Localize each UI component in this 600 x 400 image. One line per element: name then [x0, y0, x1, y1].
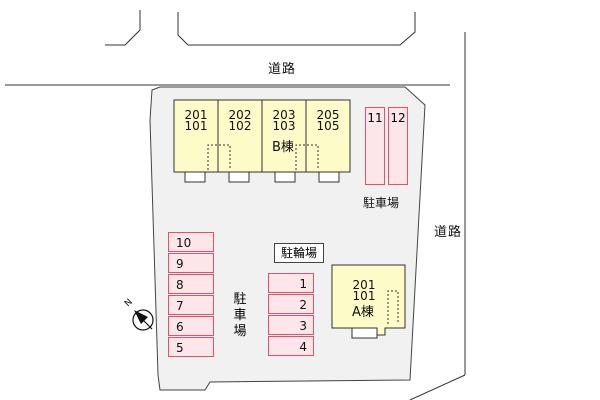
parking-slot-10: 10 [168, 232, 214, 252]
road-label-top: 道路 [268, 62, 297, 77]
road-edge-top-left [105, 10, 141, 46]
road-label-right: 道路 [434, 225, 463, 240]
building-a-label: A棟 [352, 305, 374, 320]
parking-slot-6: 6 [168, 316, 214, 336]
parking-label-left: 駐 車 場 [233, 292, 247, 339]
parking-slot-5: 5 [168, 337, 214, 357]
parking-slot-1: 1 [268, 273, 314, 293]
parking-slot-2: 2 [268, 294, 314, 314]
parking-label-top-right: 駐車場 [363, 196, 400, 210]
building-a [331, 264, 406, 336]
road-edge-top-center [177, 12, 416, 46]
parking-slot-3: 3 [268, 315, 314, 335]
north-arrow-icon [134, 310, 148, 324]
parking-slot-4: 4 [268, 336, 314, 356]
road-edge-bottom-right [409, 374, 466, 400]
parking-slot-8: 8 [168, 274, 214, 294]
bicycle-parking-label: 駐輪場 [274, 243, 324, 263]
parking-slot-7: 7 [168, 295, 214, 315]
building-b-label: B棟 [272, 140, 294, 155]
parking-slot-11: 11 [365, 107, 385, 185]
parking-slot-12: 12 [388, 107, 408, 185]
parking-slot-9: 9 [168, 253, 214, 273]
